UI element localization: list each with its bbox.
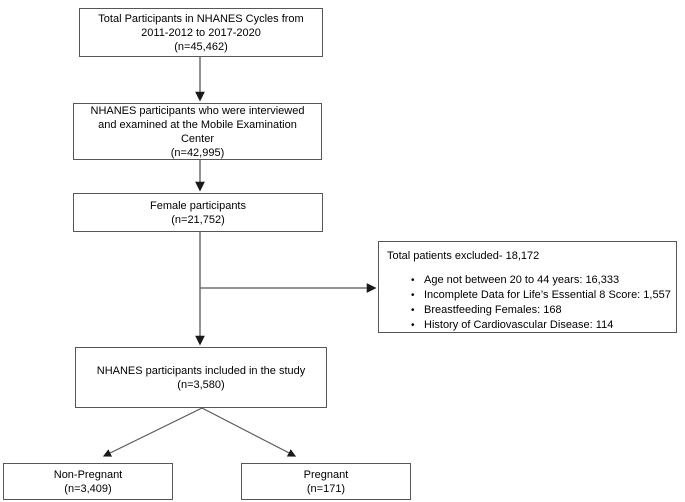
box-included-in-study-text: NHANES participants included in the stud… (96, 364, 306, 391)
box-pregnant-text: Pregnant (n=171) (303, 468, 349, 495)
connector-included-to-nonpregnant (102, 407, 203, 457)
box-mec-examined: NHANES participants who were interviewed… (73, 103, 322, 160)
box-female-participants-text: Female participants (n=21,752) (150, 199, 246, 226)
box-total-participants-text: Total Participants in NHANES Cycles from… (98, 12, 304, 53)
box-included-in-study: NHANES participants included in the stud… (75, 347, 327, 408)
box-female-participants: Female participants (n=21,752) (73, 193, 323, 232)
excluded-reason-age: Age not between 20 to 44 years: 16,333 (411, 273, 668, 288)
excluded-reason-breastfeeding: Breastfeeding Females: 168 (411, 303, 668, 318)
excluded-reason-incomplete-data: Incomplete Data for Life’s Essential 8 S… (411, 288, 671, 303)
box-mec-examined-text: NHANES participants who were interviewed… (90, 104, 305, 159)
box-total-participants: Total Participants in NHANES Cycles from… (79, 8, 323, 57)
box-excluded-patients: Total patients excluded- 18,172 Age not … (378, 241, 677, 333)
connector-included-to-pregnant (201, 407, 297, 457)
excluded-reasons-list: Age not between 20 to 44 years: 16,333 I… (387, 273, 671, 333)
box-pregnant: Pregnant (n=171) (241, 463, 411, 500)
excluded-reason-cvd-history: History of Cardiovascular Disease: 114 (411, 318, 668, 333)
box-non-pregnant-text: Non-Pregnant (n=3,409) (53, 468, 123, 495)
box-non-pregnant: Non-Pregnant (n=3,409) (3, 463, 173, 500)
excluded-title: Total patients excluded- 18,172 (387, 250, 540, 262)
